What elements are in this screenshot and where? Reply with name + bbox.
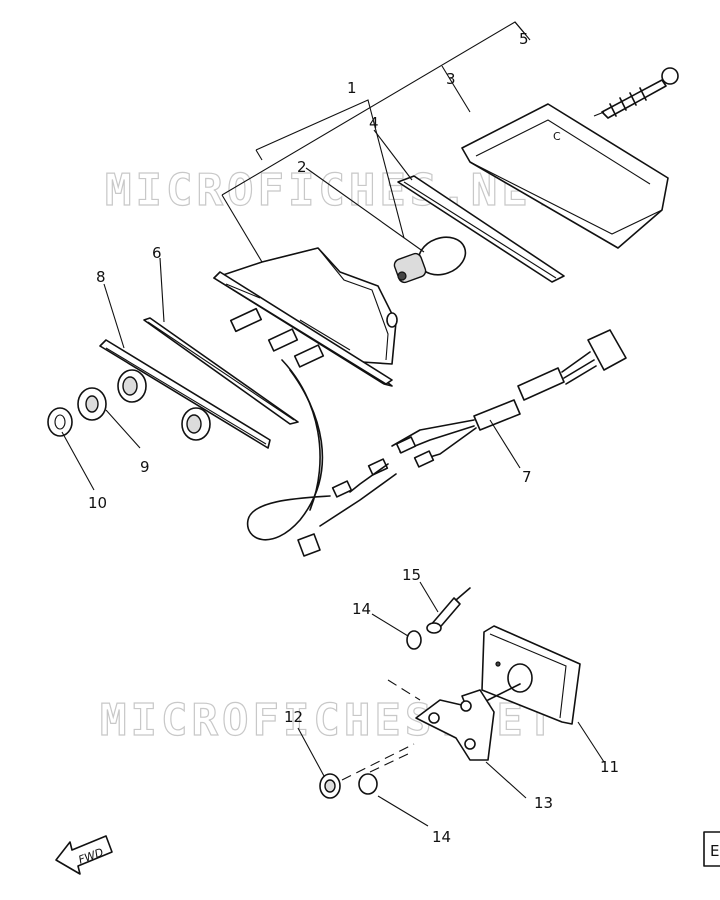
callout-14-upper: 14 — [352, 600, 371, 618]
callout-13: 13 — [534, 794, 553, 812]
callout-8: 8 — [96, 268, 106, 286]
leader-lines — [61, 129, 605, 827]
rivet — [426, 587, 471, 634]
callout-2: 2 — [297, 158, 307, 176]
callout-14-lower: 14 — [432, 828, 451, 846]
collar — [77, 387, 107, 421]
callout-11: 11 — [600, 758, 619, 776]
plate-grommets — [117, 369, 211, 441]
reflector — [449, 625, 581, 725]
base-plate — [99, 339, 271, 449]
callout-12: 12 — [284, 708, 303, 726]
nut — [47, 407, 73, 437]
callout-1: 1 — [347, 79, 357, 97]
wire-harness — [246, 329, 627, 557]
bulb-sockets — [229, 307, 325, 368]
callout-15: 15 — [402, 566, 421, 584]
callout-3: 3 — [446, 70, 456, 88]
svg-text:C: C — [553, 130, 561, 143]
washer-lower — [358, 751, 413, 795]
screw — [593, 67, 679, 119]
mounting-bracket — [415, 689, 495, 761]
washer-upper — [387, 630, 422, 701]
forward-arrow-icon: FWD — [55, 835, 113, 875]
lens-cover: C — [461, 103, 669, 249]
corner-mark: E — [710, 842, 719, 860]
flange-nut — [319, 743, 415, 799]
callout-10: 10 — [88, 494, 107, 512]
callout-7: 7 — [522, 468, 532, 486]
watermark-top: MICROFICHES.NET — [105, 165, 562, 216]
callout-4: 4 — [369, 114, 379, 132]
callout-6: 6 — [152, 244, 162, 262]
corner-box: E — [703, 831, 720, 867]
callout-9: 9 — [140, 458, 150, 476]
base-gasket — [143, 317, 299, 425]
assembly-bracket — [221, 21, 531, 263]
callout-5: 5 — [519, 30, 529, 48]
bulb — [393, 236, 467, 284]
lens-gasket — [397, 175, 565, 283]
tail-light-housing — [213, 247, 398, 387]
